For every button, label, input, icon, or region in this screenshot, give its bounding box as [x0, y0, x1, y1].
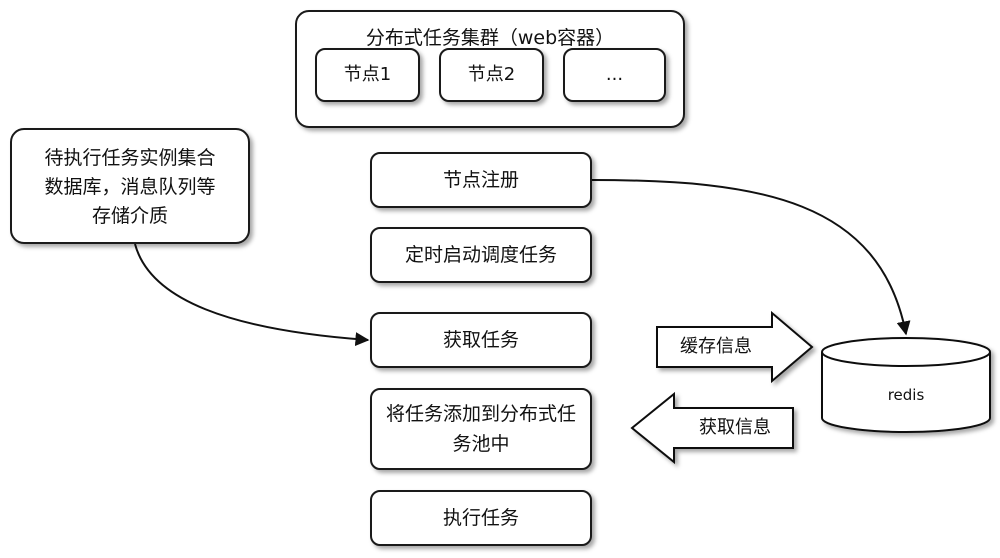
cluster-node-2-label: 节点2	[467, 64, 516, 85]
cache-info-label: 缓存信息	[680, 336, 752, 357]
storage-line-1: 待执行任务实例集合	[44, 146, 216, 169]
cluster-node-1-label: 节点1	[343, 64, 392, 85]
cluster-node-more: ...	[563, 48, 666, 102]
step-fetch-task: 获取任务	[370, 312, 592, 368]
step-schedule-task: 定时启动调度任务	[370, 227, 592, 283]
step-add-to-pool: 将任务添加到分布式任务池中	[370, 388, 592, 470]
step-execute-task: 执行任务	[370, 490, 592, 546]
pending-task-storage: 待执行任务实例集合 数据库，消息队列等 存储介质	[10, 128, 250, 244]
step-execute-task-label: 执行任务	[442, 507, 519, 529]
fetch-info-label: 获取信息	[699, 417, 771, 438]
cluster-node-2: 节点2	[439, 48, 544, 102]
cluster-title: 分布式任务集群（web容器）	[365, 27, 615, 49]
cache-block-arrow	[656, 310, 814, 384]
store-to-fetch-connector	[134, 243, 370, 347]
cluster-node-more-label: ...	[605, 64, 624, 85]
step-node-register: 节点注册	[370, 152, 592, 208]
redis-label: redis	[887, 386, 925, 404]
fetch-block-arrow	[630, 391, 794, 465]
storage-line-3: 存储介质	[91, 204, 168, 227]
step-schedule-task-label: 定时启动调度任务	[404, 244, 557, 266]
step-add-to-pool-label: 将任务添加到分布式任务池中	[386, 403, 577, 455]
storage-line-2: 数据库，消息队列等	[44, 175, 216, 198]
register-to-redis-connector	[591, 179, 911, 336]
cluster-node-1: 节点1	[315, 48, 420, 102]
redis-cylinder	[821, 337, 991, 433]
step-fetch-task-label: 获取任务	[442, 329, 519, 351]
step-node-register-label: 节点注册	[442, 169, 519, 191]
